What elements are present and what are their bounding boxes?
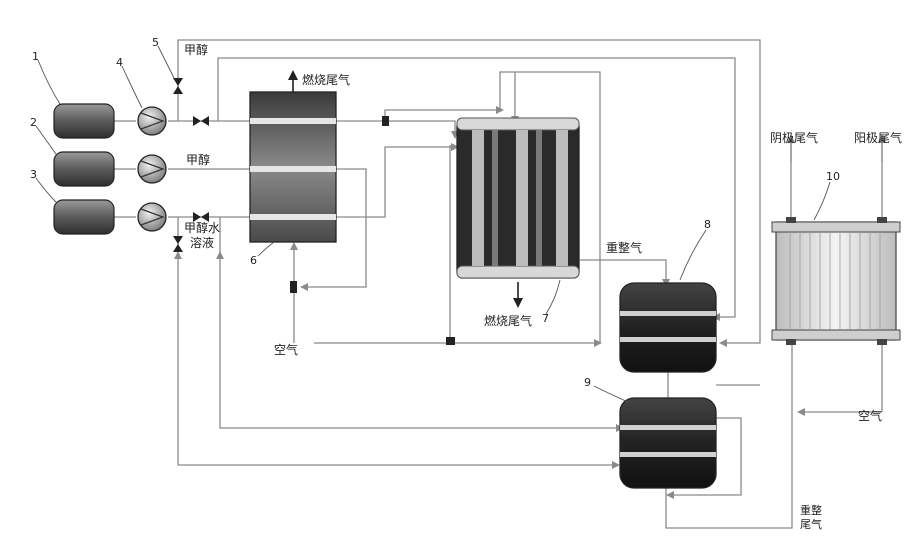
number-3: 3 [30, 168, 37, 181]
pump-1 [138, 107, 166, 135]
tee-fitting-air [290, 281, 297, 293]
tank-2 [54, 152, 114, 186]
label-air-left: 空气 [274, 342, 298, 357]
label-air-right: 空气 [858, 408, 882, 423]
reformer-reactor-7 [457, 118, 579, 278]
number-4: 4 [116, 56, 123, 69]
label-methanol-mid: 甲醇 [186, 152, 210, 167]
fuel-cell-stack-10 [772, 217, 900, 345]
label-methanol-water-1: 甲醇水 [184, 220, 220, 235]
tee-fitting-top [382, 116, 389, 126]
piping [114, 40, 882, 528]
label-burn-exhaust-top: 燃烧尾气 [302, 72, 350, 87]
valve-5 [173, 78, 183, 94]
number-2: 2 [30, 116, 37, 129]
vessel-9 [620, 398, 716, 488]
tee-fitting-bottom [446, 337, 455, 345]
label-cathode-exhaust: 阴极尾气 [770, 130, 818, 145]
label-reform-gas-bottom-1: 重整 [800, 503, 822, 517]
number-6: 6 [250, 254, 257, 267]
number-10: 10 [826, 170, 840, 183]
number-1: 1 [32, 50, 39, 63]
number-5: 5 [152, 36, 159, 49]
heat-exchanger-6 [250, 92, 336, 242]
number-8: 8 [704, 218, 711, 231]
label-reform-gas: 重整气 [606, 240, 642, 255]
label-reform-gas-bottom-2: 尾气 [800, 517, 822, 531]
number-7: 7 [542, 312, 549, 325]
valve-pump1-outlet [193, 116, 209, 126]
pump-2 [138, 155, 166, 183]
valve-solution-down [173, 236, 183, 252]
tank-1 [54, 104, 114, 138]
number-9: 9 [584, 376, 591, 389]
label-burn-exhaust-bottom: 燃烧尾气 [484, 313, 532, 328]
label-anode-exhaust: 阳极尾气 [854, 130, 902, 145]
label-methanol-top: 甲醇 [184, 42, 208, 57]
pumps [138, 107, 166, 231]
label-methanol-water-2: 溶液 [190, 235, 214, 250]
pump-3 [138, 203, 166, 231]
separator-vessel-8 [620, 283, 716, 372]
storage-tanks [54, 104, 114, 234]
tank-3 [54, 200, 114, 234]
